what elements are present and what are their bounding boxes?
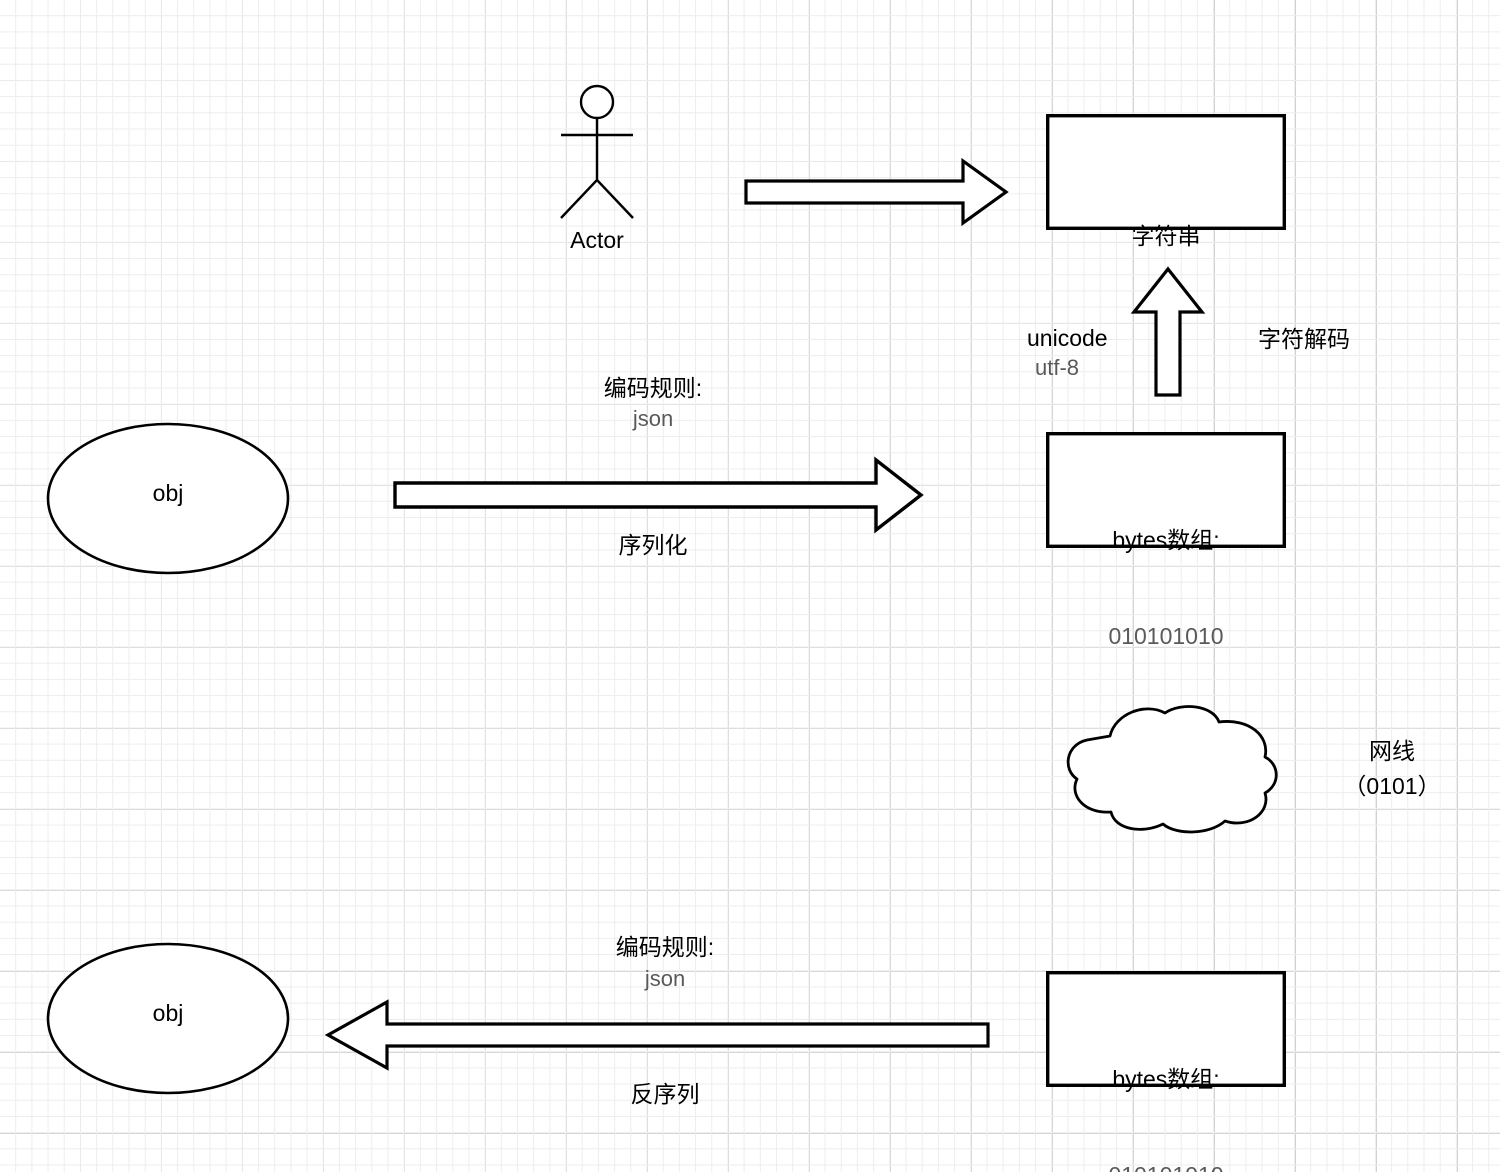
obj-bottom-label: obj	[152, 1000, 184, 1026]
serialize-json-label: json	[632, 406, 674, 431]
decode-label: 字符解码	[1258, 326, 1350, 352]
cloud-shape[interactable]	[1053, 700, 1285, 834]
network-label-line1: 网线	[1369, 738, 1415, 764]
actor-label: Actor	[570, 227, 624, 253]
string-box[interactable]	[1046, 114, 1287, 230]
serialize-rule-label: 编码规则:	[603, 375, 703, 401]
serialize-label: 序列化	[618, 532, 688, 558]
obj-top-label: obj	[152, 480, 184, 506]
bytes-box-bottom[interactable]	[1046, 971, 1287, 1087]
string-box-text: 字符串	[1131, 223, 1201, 250]
string-box-label: 字符串	[1132, 158, 1201, 317]
decode-up-arrow[interactable]	[1130, 266, 1206, 399]
bytes-box-top-label: bytes数组: 010101010	[1108, 462, 1223, 716]
deserialize-arrow[interactable]	[324, 998, 990, 1072]
deserialize-rule-label: 编码规则:	[615, 934, 715, 960]
deserialize-json-label: json	[644, 966, 686, 991]
actor-to-string-arrow[interactable]	[744, 155, 1010, 229]
deserialize-label: 反序列	[630, 1081, 700, 1107]
bytes-box-top-line1: bytes数组:	[1112, 527, 1220, 554]
bytes-box-top-line2: 010101010	[1108, 622, 1224, 649]
decode-unicode-label: unicode	[1027, 325, 1108, 351]
network-label-line2: （0101）	[1343, 773, 1441, 799]
serialize-arrow[interactable]	[393, 455, 925, 535]
obj-ellipse-top[interactable]	[45, 421, 291, 576]
bytes-box-top[interactable]	[1046, 432, 1287, 548]
decode-utf8-label: utf-8	[1035, 355, 1080, 380]
bytes-box-bottom-line1: bytes数组:	[1112, 1066, 1220, 1093]
bytes-box-bottom-label: bytes数组: 010101010	[1108, 1001, 1223, 1172]
bytes-box-bottom-line2: 010101010	[1108, 1160, 1223, 1172]
obj-ellipse-bottom[interactable]	[45, 941, 291, 1096]
actor-icon[interactable]	[550, 84, 650, 230]
